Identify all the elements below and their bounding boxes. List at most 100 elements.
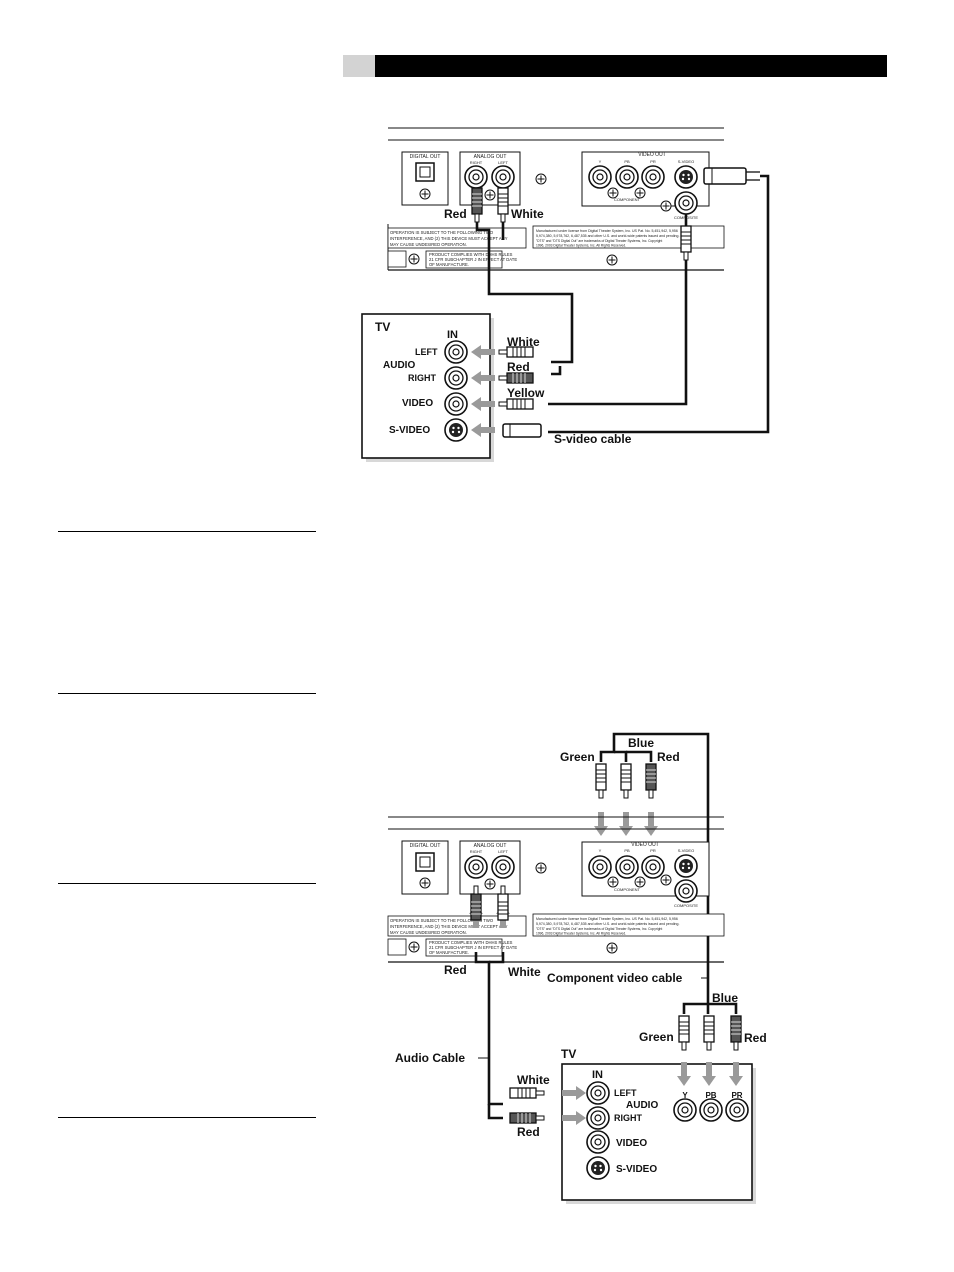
tv-right-label: RIGHT [614, 1113, 643, 1123]
digital-out-label: DIGITAL OUT [410, 154, 441, 160]
tv-in-label: IN [592, 1069, 603, 1081]
red-plug-icon [645, 763, 657, 799]
y-label: Y [599, 159, 602, 164]
screw-icon [660, 200, 672, 212]
fcc-line-3: MAY CAUSE UNDESIRED OPERATION. [390, 242, 467, 247]
green-plug-icon [678, 1015, 690, 1051]
green-plug-icon [595, 763, 607, 799]
svideo-cable-label: S-video cable [554, 432, 632, 446]
green-label: Green [639, 1030, 674, 1044]
dhhs-notice [425, 250, 503, 269]
analog-left-label: LEFT [498, 160, 508, 165]
optical-jack-icon [415, 162, 435, 182]
fcc-notice [387, 915, 527, 937]
tv-svideo-jack-icon [444, 418, 468, 442]
sidebar-rule-2 [58, 693, 316, 694]
pr-jack-icon [641, 165, 665, 189]
analog-left-jack-icon [491, 165, 515, 189]
tv-y-jack-icon [673, 1098, 697, 1122]
analog-left-jack-icon [491, 855, 515, 879]
composite-jack-icon [674, 191, 698, 215]
yellow-plug-icon [498, 398, 534, 410]
fcc-line-2: INTERFERENCE, AND (2) THIS DEVICE MUST A… [390, 236, 508, 241]
tv-svideo-label: S-VIDEO [389, 425, 430, 436]
screw-icon [660, 874, 672, 886]
tv-svideo-jack-icon [586, 1156, 610, 1180]
red-label: Red [507, 360, 530, 374]
sidebar-rule-3 [58, 883, 316, 884]
tv-title: TV [561, 1047, 576, 1061]
white-label: White [508, 965, 541, 979]
analog-right-label: RIGHT [470, 160, 483, 165]
pr-jack-icon [641, 855, 665, 879]
fcc-notice [387, 227, 527, 249]
pb-jack-icon [615, 165, 639, 189]
tv-video-label: VIDEO [402, 398, 433, 409]
audio-cable-label: Audio Cable [395, 1051, 465, 1065]
optical-jack-icon [415, 852, 435, 872]
dhhs-notice [425, 938, 503, 957]
screw-icon [535, 173, 547, 185]
tv-pb-label: PB [705, 1091, 716, 1100]
red-label: Red [444, 963, 467, 977]
tv-title: TV [375, 320, 390, 334]
tv-video-jack-icon [444, 392, 468, 416]
license-line-4: 1996, 2003 Digital Theater Systems, Inc.… [536, 244, 626, 248]
license-line-2: 5,974,380, 5,978,762, 6,487,535 and othe… [536, 922, 679, 926]
dhhs-line-1: PRODUCT COMPLIES WITH DHHS RULES [429, 252, 513, 257]
screw-icon [634, 876, 646, 888]
blue-label: Blue [712, 991, 738, 1005]
svideo-label: S-VIDEO [678, 848, 694, 853]
license-notice [532, 225, 725, 249]
component-cable-label: Component video cable [547, 971, 683, 985]
svideo-plug-icon [502, 423, 542, 438]
diagram-component-video: Green Blue Red DIGITAL OUT ANALOG OUT RI… [387, 732, 767, 1204]
svideo-plug-icon [703, 167, 747, 185]
screw-icon [484, 878, 496, 890]
white-plug-icon [497, 187, 509, 223]
tv-audio-label: AUDIO [626, 1100, 658, 1111]
tv-left-label: LEFT [614, 1088, 637, 1098]
white-label: White [517, 1073, 550, 1087]
component-label: COMPONENT [614, 887, 641, 892]
dhhs-line-2: 21 CFR SUBCHAPTER J IN EFFECT AT DATE [429, 257, 517, 262]
tv-svideo-label: S-VIDEO [616, 1164, 657, 1175]
pr-label: PR [650, 848, 656, 853]
white-label: White [507, 335, 540, 349]
fcc-line-2: INTERFERENCE, AND (2) THIS DEVICE MUST A… [390, 924, 508, 929]
screw-icon [408, 941, 420, 953]
red-plug-icon [498, 372, 534, 384]
red-plug-icon [509, 1112, 545, 1124]
page-header-tab [343, 55, 375, 77]
analog-right-label: RIGHT [470, 849, 483, 854]
pb-jack-icon [615, 855, 639, 879]
y-jack-icon [588, 165, 612, 189]
license-line-2: 5,974,380, 5,978,762, 6,487,535 and othe… [536, 234, 679, 238]
blue-plug-icon [620, 763, 632, 799]
tv-right-jack-icon [586, 1106, 610, 1130]
fcc-line-1: OPERATION IS SUBJECT TO THE FOLLOWING TW… [390, 230, 494, 235]
license-line-1: Manufactured under license from Digital … [536, 229, 678, 233]
yellow-plug-icon [680, 225, 692, 261]
fcc-line-1: OPERATION IS SUBJECT TO THE FOLLOWING TW… [390, 918, 494, 923]
analog-right-jack-icon [464, 165, 488, 189]
license-line-3: "DTS" and "DTS Digital Out" are trademar… [536, 927, 662, 931]
pr-label: PR [650, 159, 656, 164]
tv-audio-label: AUDIO [383, 360, 415, 371]
screw-icon [606, 942, 618, 954]
svideo-jack-icon [674, 165, 698, 189]
dhhs-line-3: OF MANUFACTURE. [429, 262, 469, 267]
tv-left-jack-icon [444, 340, 468, 364]
video-out-label: VIDEO OUT [631, 842, 659, 848]
y-jack-icon [588, 855, 612, 879]
y-label: Y [599, 848, 602, 853]
red-label: Red [657, 750, 680, 764]
diagram-composite-svideo: DIGITAL OUT ANALOG OUT RIGHT LEFT VIDEO … [361, 127, 770, 462]
tv-left-jack-icon [586, 1081, 610, 1105]
screw-icon [535, 862, 547, 874]
video-out-label: VIDEO OUT [638, 152, 666, 158]
analog-left-label: LEFT [498, 849, 508, 854]
tv-pr-jack-icon [725, 1098, 749, 1122]
composite-jack-icon [674, 879, 698, 903]
tv-pb-jack-icon [699, 1098, 723, 1122]
